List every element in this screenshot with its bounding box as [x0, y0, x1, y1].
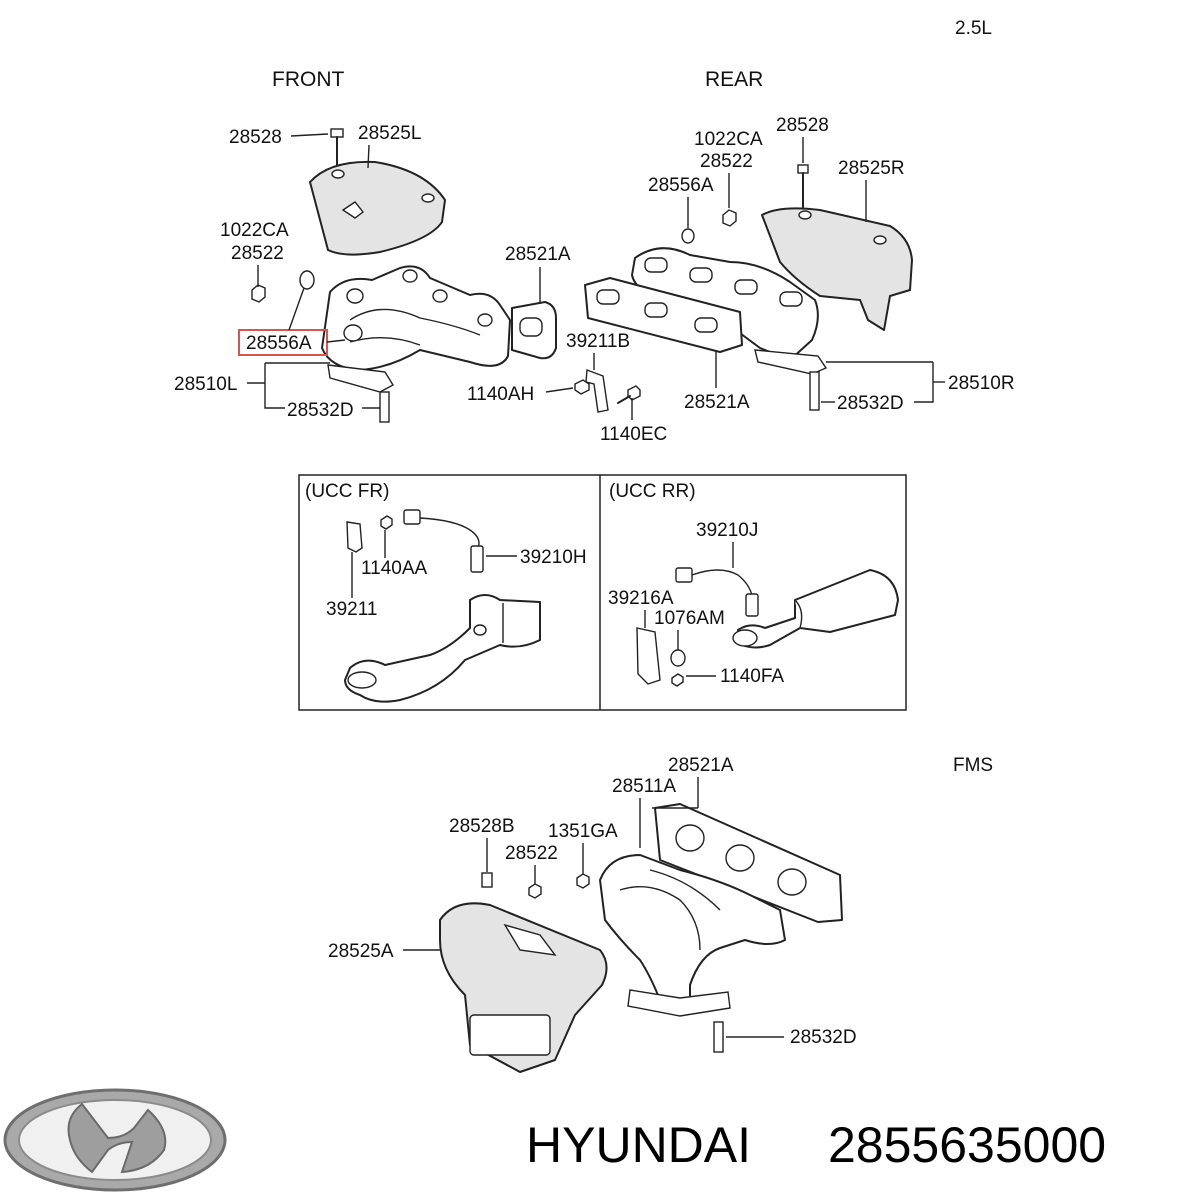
label-28522-rear: 28522 — [700, 151, 753, 172]
fms-nut-1351GA-part — [576, 873, 590, 889]
label-28511A: 28511A — [612, 776, 676, 797]
label-1140EC: 1140EC — [600, 424, 667, 445]
rear-bracket-part — [585, 369, 609, 413]
front-section-title: FRONT — [272, 68, 344, 91]
label-28522-front: 28522 — [231, 243, 284, 264]
ucc-rear-bracket-part — [636, 627, 661, 685]
ucc-front-sensor-wire — [419, 517, 480, 549]
rear-bolt-1140AH-part — [574, 379, 590, 395]
label-1022CA-rear: 1022CA — [694, 129, 763, 150]
highlight-box-28556A — [238, 329, 328, 356]
fms-section-title: FMS — [953, 755, 993, 776]
label-1351GA: 1351GA — [548, 821, 618, 842]
ucc-rear-washer-part — [670, 649, 686, 667]
ucc-outer-box — [298, 474, 907, 711]
ucc-rear-muffler-part — [737, 569, 899, 649]
fms-stud-part — [713, 1021, 724, 1053]
rear-section-title: REAR — [705, 68, 763, 91]
label-1140FA: 1140FA — [720, 666, 784, 687]
ucc-front-sensor-part — [470, 545, 484, 573]
part-number: 2855635000 — [828, 1117, 1106, 1173]
rear-washer-part — [681, 228, 695, 244]
front-nut-part — [251, 284, 266, 303]
ucc-rear-sensor-wire — [691, 569, 753, 597]
ucc-rear-bolt-part — [671, 673, 684, 687]
label-1140AH: 1140AH — [467, 384, 534, 405]
fms-manifold-group — [439, 803, 843, 1073]
ucc-rear-sensor-part — [745, 593, 759, 617]
ucc-front-pipe-part — [344, 594, 541, 703]
ucc-front-sensor-connector-icon — [403, 509, 421, 525]
label-39210H: 39210H — [520, 547, 587, 568]
label-1022CA-front: 1022CA — [220, 220, 289, 241]
label-28525R: 28525R — [838, 158, 905, 179]
label-28510L: 28510L — [174, 374, 237, 395]
ucc-front-group — [344, 509, 541, 703]
label-1076AM: 1076AM — [654, 608, 725, 629]
ucc-rear-group — [636, 567, 899, 687]
label-28528-front: 28528 — [229, 127, 282, 148]
label-28532D-fms: 28532D — [790, 1027, 857, 1048]
label-28525L: 28525L — [358, 123, 421, 144]
label-39216A: 39216A — [608, 588, 674, 609]
label-28528-rear: 28528 — [776, 115, 829, 136]
rear-nut-part — [722, 209, 737, 227]
engine-label: 2.5L — [955, 18, 992, 39]
label-28556A-highlighted: 28556A — [246, 333, 312, 354]
label-28525A: 28525A — [328, 941, 394, 962]
label-28528B: 28528B — [449, 816, 515, 837]
label-28521A-fms: 28521A — [668, 755, 734, 776]
front-heat-shield-part — [309, 160, 446, 256]
label-28521A-rear: 28521A — [684, 392, 750, 413]
front-stud-part — [379, 391, 390, 423]
label-28521A-front: 28521A — [505, 244, 571, 265]
label-28532D-rear: 28532D — [837, 393, 904, 414]
ucc-rear-title: (UCC RR) — [609, 481, 696, 502]
label-28532D-front: 28532D — [287, 400, 354, 421]
fms-nut-part — [528, 883, 542, 899]
rear-stud-part — [809, 371, 820, 411]
rear-manifold-group — [574, 164, 913, 413]
label-39210J: 39210J — [696, 520, 758, 541]
rear-bolt-1140EC-part — [627, 385, 641, 401]
hyundai-logo-icon — [3, 1088, 227, 1192]
label-39211: 39211 — [326, 599, 377, 620]
ucc-front-title: (UCC FR) — [305, 481, 389, 502]
label-28556A-rear: 28556A — [648, 175, 714, 196]
front-manifold-group — [251, 128, 557, 423]
ucc-front-bracket-part — [346, 521, 363, 553]
label-1140AA: 1140AA — [361, 558, 428, 579]
front-washer-part — [299, 270, 315, 290]
label-28510R: 28510R — [948, 373, 1015, 394]
label-28522-fms: 28522 — [505, 843, 558, 864]
label-39211B: 39211B — [566, 331, 630, 352]
ucc-rear-sensor-connector-icon — [675, 567, 693, 583]
brand-name: HYUNDAI — [526, 1117, 751, 1173]
ucc-front-bolt-part — [380, 515, 393, 530]
fms-bolt-part — [481, 872, 493, 888]
